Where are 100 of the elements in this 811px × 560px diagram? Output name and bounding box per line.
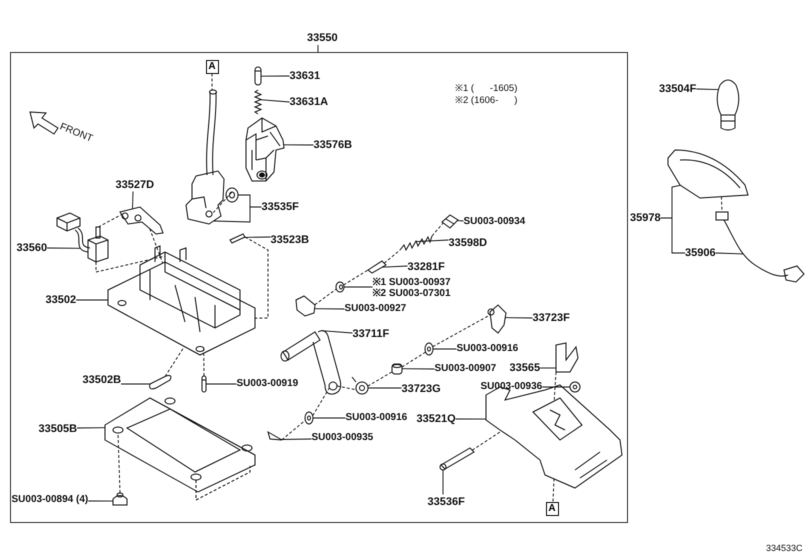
part-number: 33631 <box>290 68 320 82</box>
part-number: SU003-00916 <box>456 342 518 356</box>
part-number: 33723F <box>532 310 570 324</box>
reference-box: A <box>546 502 558 516</box>
bushing-drawing <box>351 376 368 394</box>
part-number: SU003-00935 <box>312 430 374 444</box>
spring-drawing <box>399 235 432 251</box>
leader-line <box>402 368 435 370</box>
leader-line <box>244 236 271 238</box>
leader-line <box>456 220 464 222</box>
assembly-line <box>164 346 185 377</box>
part-number: SU003-00934 <box>464 214 526 228</box>
part-number: SU003-00919 <box>236 376 298 390</box>
assembly-line <box>312 387 330 416</box>
part-number: 33502 <box>46 292 76 306</box>
leader-line <box>455 418 486 420</box>
assembly-line <box>472 430 502 451</box>
part-number: 33576B <box>314 138 352 152</box>
indicator-bezel-drawing <box>668 150 748 198</box>
group-frame <box>10 52 628 523</box>
leader-line <box>542 386 570 388</box>
pin-drawing <box>366 260 386 274</box>
part-number: 35906 <box>685 246 716 260</box>
part-number: ※2 SU003-07301 <box>372 288 451 298</box>
part-number: 33504F <box>659 82 696 96</box>
leader-line <box>696 88 719 90</box>
washer-drawing <box>304 411 313 424</box>
part-number: 33502B <box>82 372 122 386</box>
note-text: 334533C <box>766 542 803 554</box>
washer-drawing <box>225 187 238 202</box>
leader-line <box>442 470 444 495</box>
reference-box: A <box>206 60 218 74</box>
assembly-line <box>98 214 122 228</box>
link-drawing <box>118 206 164 234</box>
leader-line <box>280 438 312 440</box>
part-number: 33505B <box>38 422 78 436</box>
note-text: ※2 (1606- ) <box>455 95 518 107</box>
washer-drawing <box>569 381 580 392</box>
wire-harness-drawing <box>716 212 804 282</box>
leader-line <box>88 500 114 502</box>
clip-drawing <box>294 294 316 316</box>
part-number: ※1 SU003-00937 <box>372 276 451 288</box>
leader-line <box>283 144 314 146</box>
assembly-line <box>384 250 400 264</box>
bolt-drawing <box>112 492 127 505</box>
clip-drawing <box>441 214 458 228</box>
leader-line <box>46 248 81 249</box>
assembly-line <box>343 269 370 286</box>
assembly-line <box>244 236 268 319</box>
collar-drawing <box>391 363 402 374</box>
assembly-line <box>432 314 491 348</box>
pin-drawing <box>201 375 206 392</box>
part-number: SU003-00916 <box>346 410 408 424</box>
assembly-line <box>281 420 306 440</box>
shift-knob-drawing <box>716 80 740 130</box>
leader-line <box>314 308 345 310</box>
leader-line <box>260 99 290 102</box>
leader-line <box>660 218 686 254</box>
leader-line <box>416 240 449 242</box>
part-number: 33521Q <box>416 412 456 426</box>
part-number: 33281F <box>408 260 445 274</box>
spring-drawing <box>253 89 262 114</box>
part-number: 33535F <box>262 200 299 214</box>
leader-line <box>344 286 373 288</box>
pin-drawing <box>439 446 474 470</box>
plate-drawing <box>104 396 255 492</box>
part-number: SU003-00907 <box>434 362 496 376</box>
stopper-drawing <box>555 342 578 372</box>
leader-line <box>715 252 744 254</box>
pin-drawing <box>254 66 261 85</box>
part-number: 33631A <box>290 94 328 108</box>
shifter-housing-drawing <box>107 244 255 356</box>
assembly-line <box>432 222 444 236</box>
washer-drawing <box>424 342 433 355</box>
assembly-line <box>720 196 722 212</box>
lever-drawing <box>487 304 506 334</box>
leader-line <box>76 427 106 428</box>
leader-line <box>504 317 533 318</box>
part-number: 35978 <box>630 211 661 225</box>
assembly-line <box>212 73 213 91</box>
assembly-line <box>367 371 393 387</box>
washer-drawing <box>335 281 344 292</box>
assembly-line <box>212 192 232 214</box>
assembly-line <box>402 352 426 368</box>
assembly-line <box>554 372 556 402</box>
pin-drawing <box>228 232 246 244</box>
shift-lever-drawing <box>184 89 224 224</box>
part-number: 33723G <box>402 382 441 396</box>
assembly-line <box>203 348 204 376</box>
part-number: 33711F <box>352 326 390 340</box>
assembly-line <box>314 288 337 306</box>
part-number: SU003-00936 <box>480 380 542 394</box>
leader-line <box>260 76 290 77</box>
part-number: 33598D <box>448 236 488 250</box>
part-number: 33527D <box>116 178 154 192</box>
part-number: 33560 <box>16 240 48 254</box>
leader-line <box>432 348 457 350</box>
leader-line <box>132 191 134 210</box>
part-number: 33523B <box>270 232 310 246</box>
assembly-line <box>149 228 164 264</box>
